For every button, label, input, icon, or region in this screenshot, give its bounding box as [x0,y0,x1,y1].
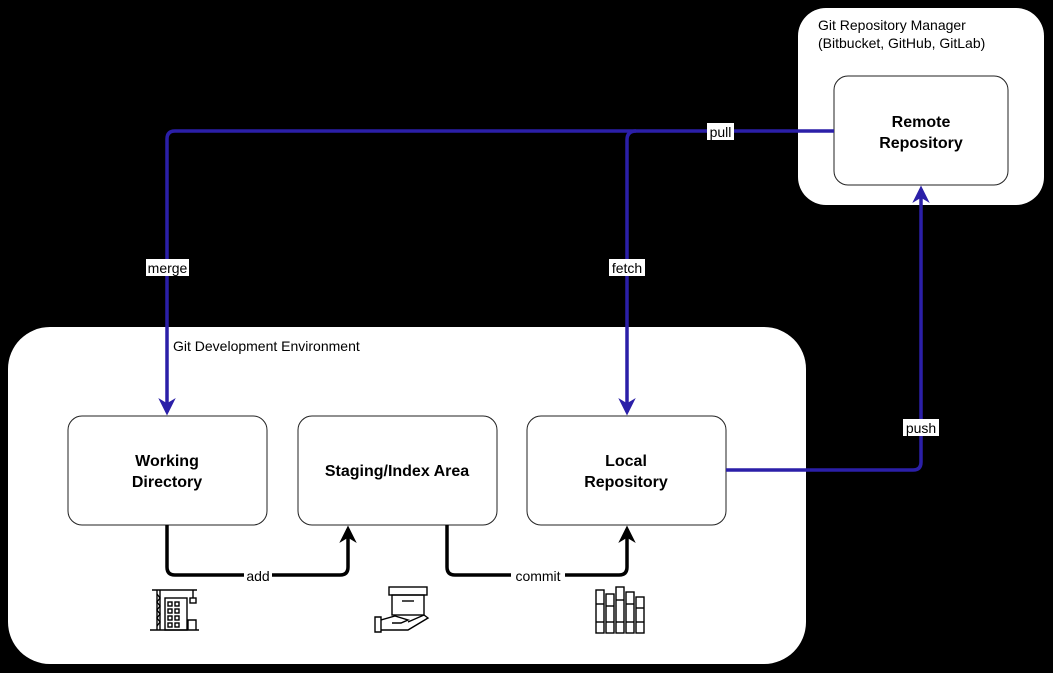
working-directory-label-1: Working [135,453,199,470]
remote-repository-label-1: Remote [892,114,951,131]
box-in-hand-icon [374,586,430,633]
working-directory-label-2: Directory [132,474,202,491]
push-label: push [906,420,936,436]
edge-label-fetch: fetch [609,259,645,276]
edge-label-commit: commit [511,567,565,584]
local-repository-label-2: Repository [584,474,668,491]
push-edge [726,185,930,472]
edge-label-pull: pull [707,123,734,140]
commit-label: commit [515,568,560,584]
dev-environment-title: Git Development Environment [173,338,360,354]
remote-repository-node: Remote Repository [833,75,1009,186]
staging-area-node: Staging/Index Area [297,415,498,526]
book-shelf-icon [595,586,645,634]
remote-repository-label-2: Repository [879,135,963,152]
remote-manager-title: Git Repository Manager [818,17,966,33]
construction-building-icon [150,589,199,631]
remote-flow-edges [158,129,930,472]
fetch-label: fetch [612,260,642,276]
pull-merge-edge [158,129,834,416]
edge-label-merge: merge [146,259,189,276]
merge-label: merge [148,260,188,276]
edge-label-add: add [244,567,272,584]
edge-label-push: push [903,419,939,436]
pull-label: pull [710,124,732,140]
fetch-edge [618,129,637,416]
remote-manager-subtitle: (Bitbucket, GitHub, GitLab) [818,35,985,51]
local-repository-label-1: Local [605,453,647,470]
working-directory-node: Working Directory [67,415,268,526]
staging-area-label: Staging/Index Area [325,463,469,480]
add-label: add [246,568,269,584]
local-repository-node: Local Repository [526,415,727,526]
